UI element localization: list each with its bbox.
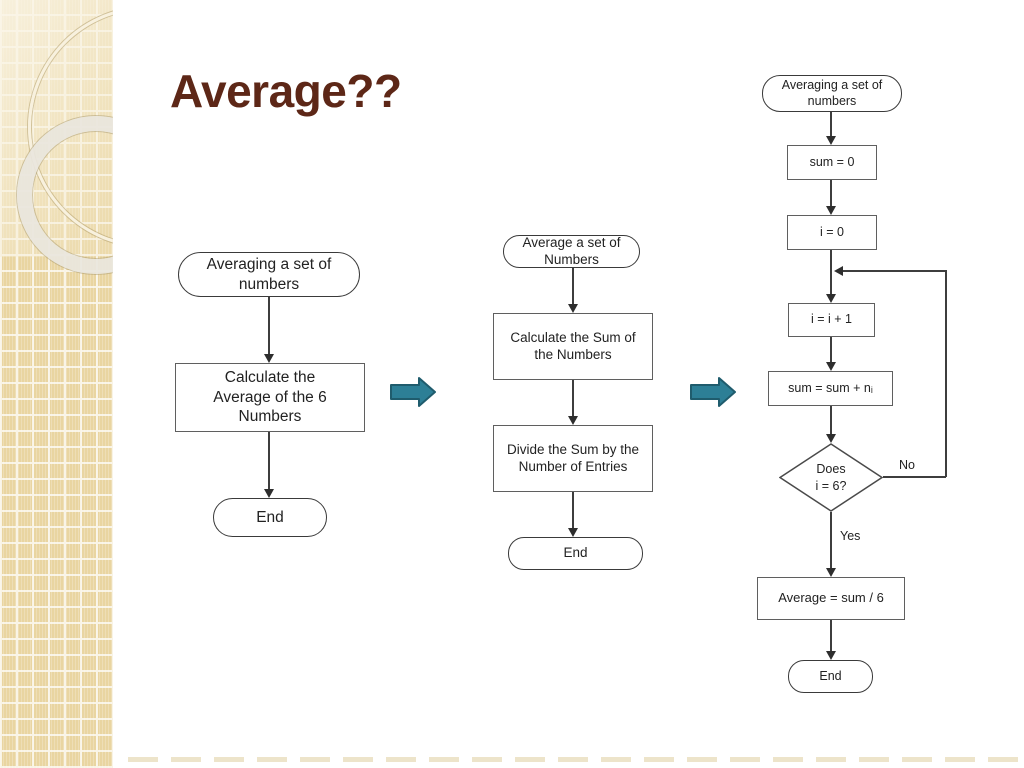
flow3-decision-label: Does i = 6? (815, 462, 847, 493)
arrowhead-down-icon (826, 651, 836, 660)
flow2-connector (572, 492, 574, 528)
flow1-end-terminator: End (213, 498, 327, 537)
arrowhead-down-icon (568, 416, 578, 425)
arrowhead-down-icon (826, 206, 836, 215)
arrowhead-down-icon (264, 489, 274, 498)
page-title: Average?? (170, 65, 402, 117)
flow1-connector (268, 297, 270, 354)
flow3-connector (830, 180, 832, 206)
bottom-dashed-rule (128, 757, 1024, 762)
flow2-connector (572, 380, 574, 416)
flow3-connector (830, 337, 832, 362)
arrowhead-down-icon (826, 136, 836, 145)
flow3-loop-connector (945, 270, 947, 477)
flow3-yes-label: Yes (840, 529, 861, 543)
flow3-process-sum-init: sum = 0 (787, 145, 877, 180)
flow3-process-accumulate: sum = sum + nᵢ (768, 371, 893, 406)
flow3-decision-diamond: Does i = 6? (778, 443, 884, 512)
flow3-process-average: Average = sum / 6 (757, 577, 905, 620)
arrowhead-down-icon (568, 528, 578, 537)
flow2-end-terminator: End (508, 537, 643, 570)
flow2-connector (572, 268, 574, 304)
next-level-arrow-icon (390, 377, 436, 407)
flow3-process-increment: i = i + 1 (788, 303, 875, 337)
flow1-connector (268, 432, 270, 489)
diamond-shape-icon (778, 443, 884, 512)
arrowhead-down-icon (826, 362, 836, 371)
arrowhead-down-icon (826, 434, 836, 443)
flow1-process-step: Calculate the Average of the 6 Numbers (175, 363, 365, 432)
flow3-loop-connector (883, 476, 946, 478)
flow3-connector (830, 250, 832, 294)
arrowhead-left-icon (834, 266, 843, 276)
arrowhead-down-icon (568, 304, 578, 313)
arrowhead-down-icon (264, 354, 274, 363)
flow3-loop-connector (843, 270, 946, 272)
flow3-connector (830, 112, 832, 136)
flow3-connector (830, 406, 832, 434)
arrowhead-down-icon (826, 294, 836, 303)
flow3-connector (830, 512, 832, 568)
next-level-arrow-icon (690, 377, 736, 407)
flow2-process-step: Divide the Sum by the Number of Entries (493, 425, 653, 492)
sidebar-texture (0, 0, 113, 768)
flow2-process-step: Calculate the Sum of the Numbers (493, 313, 653, 380)
flow3-end-terminator: End (788, 660, 873, 693)
flow2-start-terminator: Average a set of Numbers (503, 235, 640, 268)
flow3-no-label: No (899, 458, 915, 472)
flow1-start-terminator: Averaging a set of numbers (178, 252, 360, 297)
flow3-process-i-init: i = 0 (787, 215, 877, 250)
flow3-connector (830, 620, 832, 651)
arrowhead-down-icon (826, 568, 836, 577)
flow3-start-terminator: Averaging a set of numbers (762, 75, 902, 112)
